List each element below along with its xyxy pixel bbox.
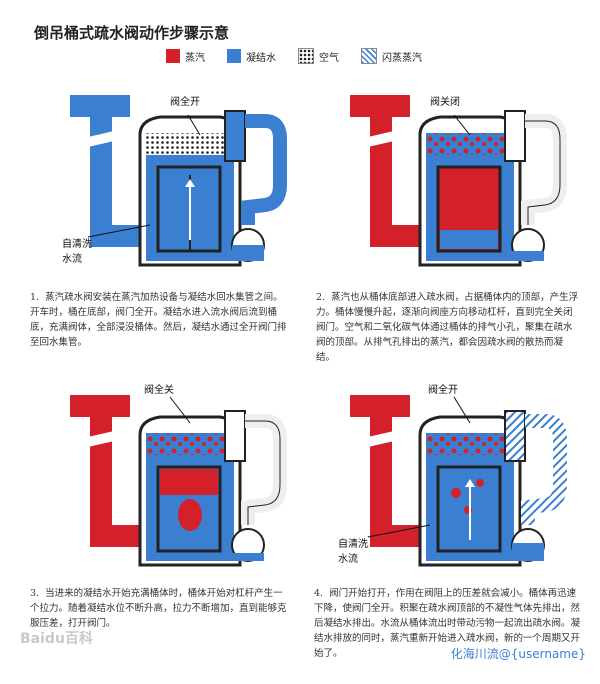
water-flow-label: 水流 bbox=[338, 554, 358, 565]
step-number: 2. bbox=[316, 292, 326, 303]
self-cleaning-label: 自清洗 bbox=[338, 539, 368, 550]
dotted-swatch bbox=[298, 48, 314, 64]
legend-label-condensate: 凝结水 bbox=[246, 52, 276, 64]
legend-item-flash-steam: 闪蒸蒸汽 bbox=[361, 48, 422, 64]
legend-item-steam: 蒸汽 bbox=[166, 49, 205, 64]
diagram-panel-3: 阀全关 bbox=[50, 375, 340, 585]
legend-label-steam: 蒸汽 bbox=[185, 52, 205, 64]
diagram-panel-1: 阀全开 自清洗 水流 bbox=[50, 75, 340, 285]
step-number: 3. bbox=[30, 588, 40, 599]
step-description-3: 3.当进来的凝结水开始充满桶体时，桶体开始对杠杆产生一个拉力。随着凝结水位不断升… bbox=[30, 586, 292, 631]
valve-state-label: 阀关闭 bbox=[430, 97, 460, 108]
watermark: Baidu百科 bbox=[20, 631, 93, 647]
step-text: 蒸汽也从桶体底部进入疏水阀，占据桶体内的顶部，产生浮力。桶体慢慢升起，逐渐向阀座… bbox=[316, 292, 579, 363]
step-text: 蒸汽疏水阀安装在蒸汽加热设备与凝结水回水集管之间。开车时，桶在底部，阀门全开。凝… bbox=[30, 292, 287, 348]
diagram-panel-2: 阀关闭 bbox=[330, 75, 600, 285]
credit-label: 化海川流@{username} bbox=[450, 647, 586, 661]
diagram-panel-4: 阀全开 自清洗 水流 bbox=[330, 375, 600, 585]
step-text: 阀门开始打开，作用在阀阻上的压差就会减小。桶体再迅速下降，使阀门全开。积聚在疏水… bbox=[314, 588, 581, 659]
step-number: 1. bbox=[30, 292, 40, 303]
legend: 蒸汽 凝结水 空气 闪蒸蒸汽 bbox=[166, 48, 444, 64]
trap-diagram-1 bbox=[70, 95, 287, 267]
water-flow-label: 水流 bbox=[62, 254, 82, 265]
valve-state-label: 阀全关 bbox=[144, 385, 174, 396]
solid-blue-swatch bbox=[227, 49, 241, 63]
self-cleaning-label: 自清洗 bbox=[62, 239, 92, 250]
legend-label-flash-steam: 闪蒸蒸汽 bbox=[382, 52, 422, 64]
step-number: 4. bbox=[314, 588, 324, 599]
trap-diagram-3 bbox=[70, 395, 287, 567]
step-description-4: 4.阀门开始打开，作用在阀阻上的压差就会减小。桶体再迅速下降，使阀门全开。积聚在… bbox=[314, 586, 582, 661]
legend-label-air: 空气 bbox=[319, 52, 339, 64]
legend-item-air: 空气 bbox=[298, 48, 339, 64]
legend-item-condensate: 凝结水 bbox=[227, 49, 276, 64]
step-description-1: 1.蒸汽疏水阀安装在蒸汽加热设备与凝结水回水集管之间。开车时，桶在底部，阀门全开… bbox=[30, 290, 292, 350]
trap-diagram-4 bbox=[350, 395, 567, 567]
solid-red-swatch bbox=[166, 49, 180, 63]
valve-state-label: 阀全开 bbox=[170, 97, 200, 108]
step-text: 当进来的凝结水开始充满桶体时，桶体开始对杠杆产生一个拉力。随着凝结水位不断升高，… bbox=[30, 588, 287, 629]
hatched-swatch bbox=[361, 48, 377, 64]
valve-state-label: 阀全开 bbox=[428, 385, 458, 396]
page-title: 倒吊桶式疏水阀动作步骤示意 bbox=[34, 24, 230, 42]
trap-diagram-2 bbox=[350, 95, 567, 267]
step-description-2: 2.蒸汽也从桶体底部进入疏水阀，占据桶体内的顶部，产生浮力。桶体慢慢升起，逐渐向… bbox=[316, 290, 580, 365]
